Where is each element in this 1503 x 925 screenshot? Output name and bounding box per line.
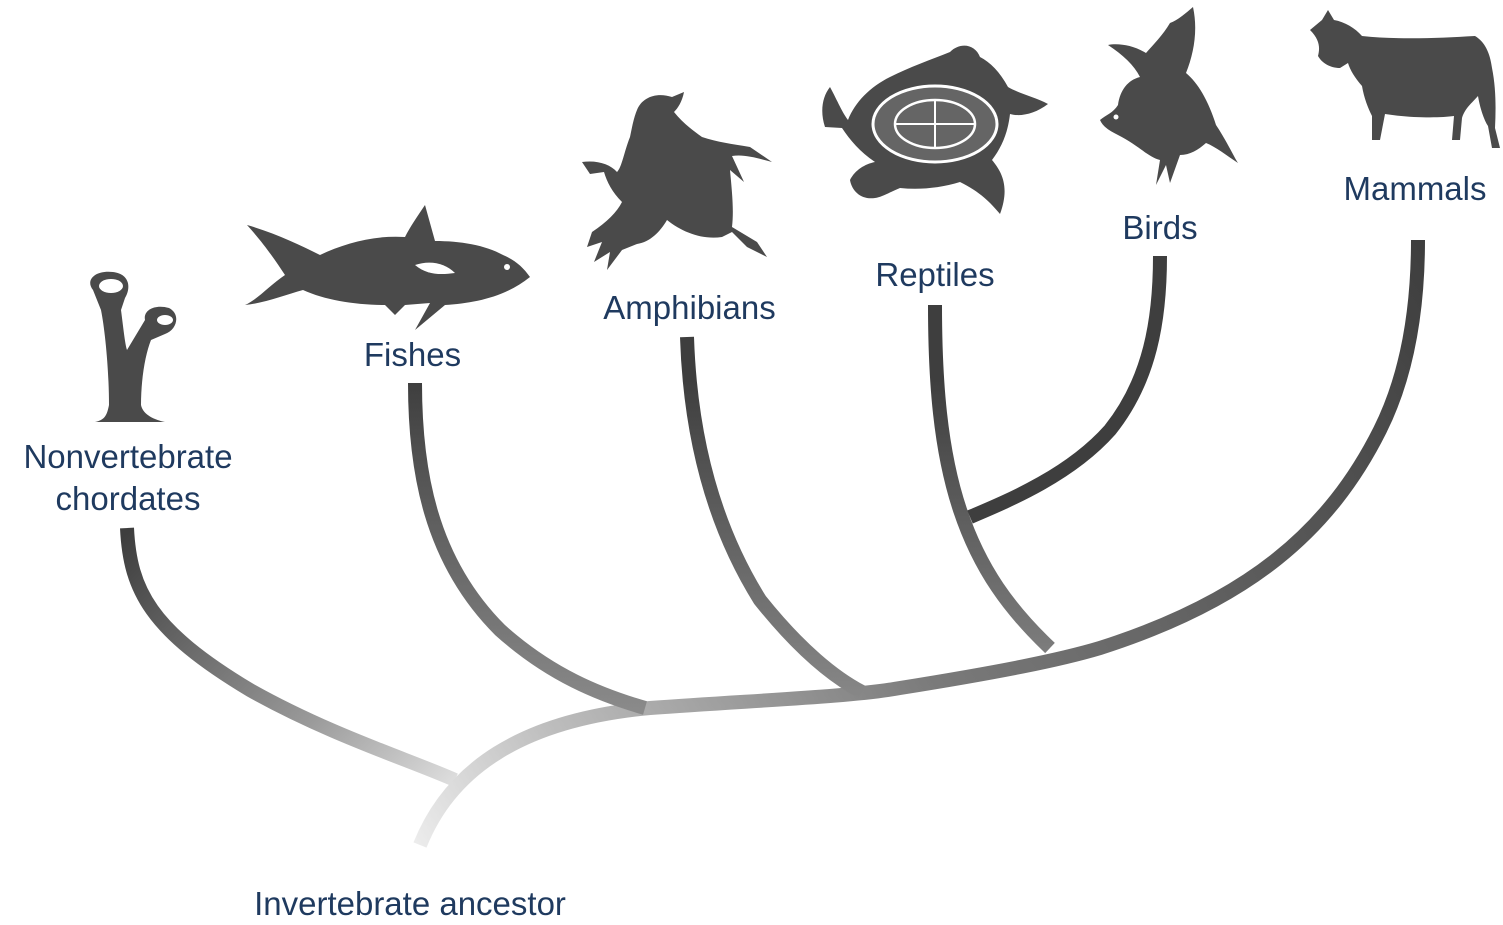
branch-trunk <box>420 240 1418 845</box>
cow-icon <box>1310 10 1500 148</box>
fish-icon <box>245 205 530 330</box>
label-birds: Birds <box>1085 207 1235 249</box>
turtle-icon <box>822 46 1048 214</box>
branch-amphibians <box>687 337 862 692</box>
branch-fishes <box>415 383 645 708</box>
branch-reptiles <box>935 305 1050 648</box>
branches <box>127 240 1418 845</box>
label-nonvertebrate-line2: chordates <box>8 478 248 520</box>
label-root: Invertebrate ancestor <box>190 883 630 925</box>
label-amphibians: Amphibians <box>582 287 797 329</box>
label-mammals: Mammals <box>1325 168 1503 210</box>
label-reptiles: Reptiles <box>845 254 1025 296</box>
label-nonvertebrate: Nonvertebrate chordates <box>8 436 248 520</box>
frog-icon <box>582 92 772 270</box>
bird-icon <box>1100 7 1238 185</box>
branch-nonvertebrate <box>127 528 455 780</box>
label-nonvertebrate-line1: Nonvertebrate <box>8 436 248 478</box>
tunicate-icon <box>90 272 176 422</box>
label-fishes: Fishes <box>330 334 495 376</box>
